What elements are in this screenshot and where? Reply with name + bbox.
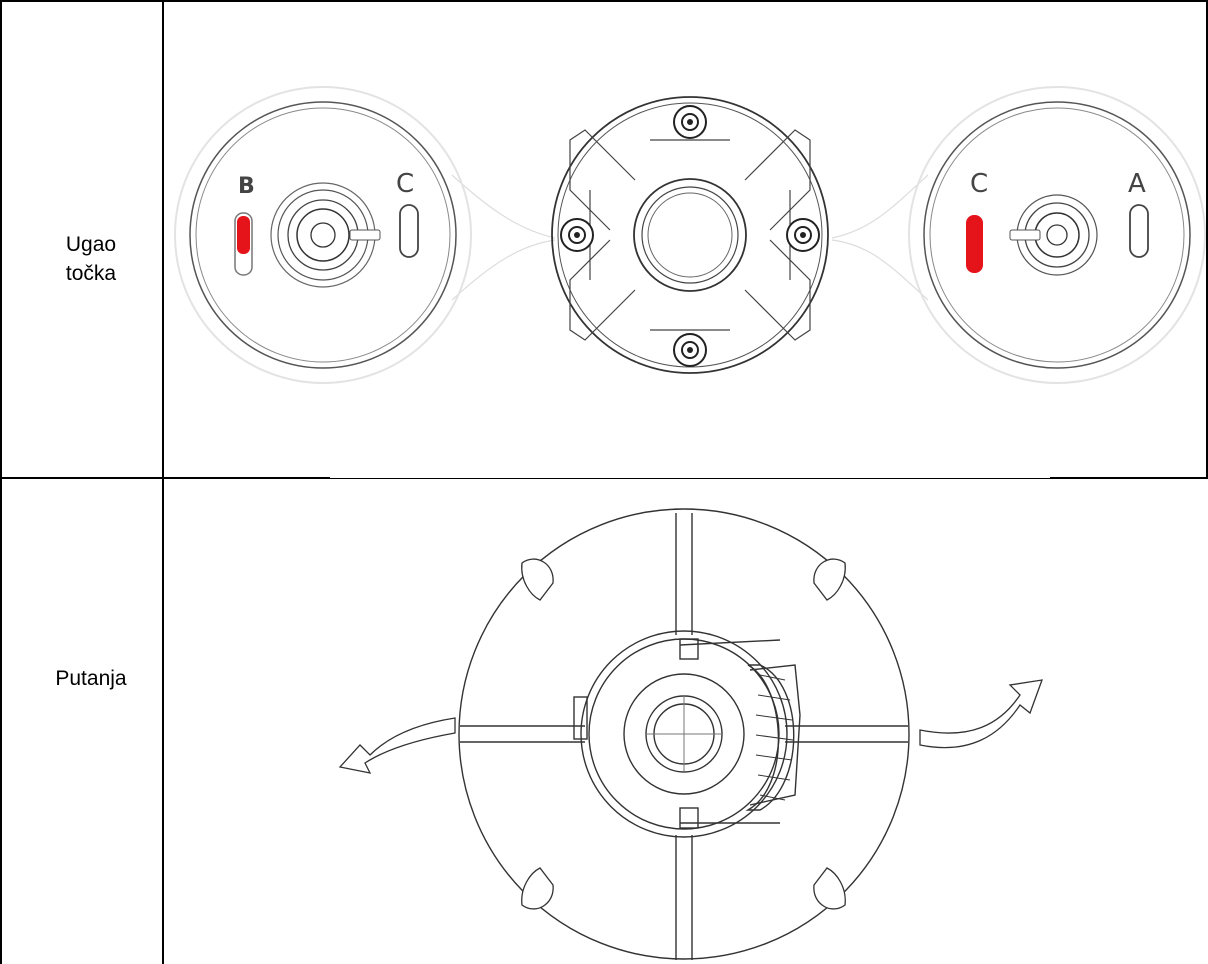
table-left-border	[0, 0, 2, 964]
table-right-border	[1206, 0, 1208, 479]
row-label-wheel-angle: Ugao točka	[18, 230, 164, 288]
knob-letter-c-right: C	[970, 169, 988, 199]
rotation-path-figure	[330, 505, 1060, 964]
table-row-divider-right	[1050, 477, 1208, 479]
row-label-line-2: točka	[65, 262, 117, 285]
mount-plate	[551, 96, 829, 374]
row-label-path: Putanja	[55, 667, 127, 690]
wheel-angle-figure: B C	[174, 80, 1206, 400]
mount-screws	[560, 105, 820, 367]
knob-letter-b: B	[238, 174, 255, 199]
rotate-left-arrow	[338, 717, 456, 774]
rotate-right-arrow	[919, 679, 1043, 749]
right-knob: C A	[908, 86, 1206, 384]
wheel-angle-illustration: B C	[174, 86, 1206, 384]
rotation-path-illustration	[338, 508, 1043, 960]
mount-feet	[521, 558, 846, 910]
table-row-divider	[0, 477, 330, 479]
left-knob: B C	[174, 86, 472, 384]
connector-lines	[451, 174, 929, 301]
knob-letter-a: A	[1128, 169, 1146, 199]
table-row-divider-inner	[330, 478, 1050, 479]
table-column-divider	[162, 0, 164, 964]
knob-letter-c-left: C	[396, 169, 414, 199]
row-label-line-1: Ugao	[65, 233, 117, 256]
table-top-border	[0, 0, 1208, 2]
hatched-region	[755, 674, 794, 801]
